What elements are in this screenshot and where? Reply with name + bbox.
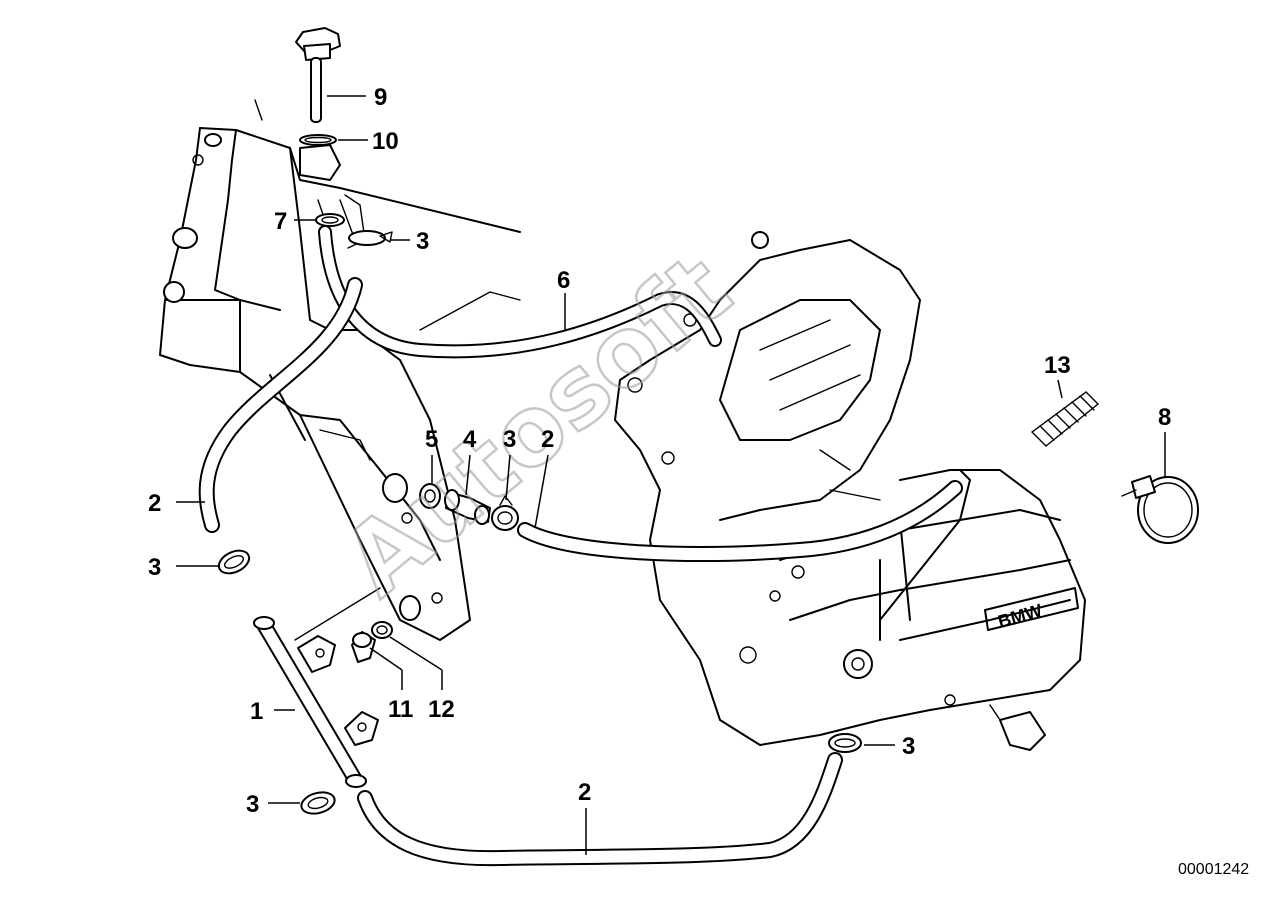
clamp-3-upper [348,230,393,246]
clamp-7 [315,213,345,227]
part-labels: 9 10 7 3 6 2 3 5 4 3 2 13 8 1 11 12 3 2 … [148,84,1171,818]
plug-part-11 [351,631,376,663]
o-ring-part-10 [299,134,337,146]
label-part-7: 7 [274,208,287,235]
clamp-3-bottom-left [300,791,336,815]
label-part-9: 9 [374,84,387,111]
label-part-5: 5 [425,426,438,453]
label-part-3-upper: 3 [416,228,429,255]
reference-number: 00001242 [1178,861,1249,878]
clamp-3-left [217,549,251,575]
label-part-8: 8 [1158,404,1171,431]
seal-part-12 [371,621,393,639]
label-part-2-bottom: 2 [578,779,591,806]
valve-part-4 [444,489,491,525]
clamp-3-bottom-right [828,733,862,753]
label-part-2-left: 2 [148,490,161,517]
pipe-part-1 [253,587,381,788]
washer-part-5 [419,483,441,509]
label-part-3-mid: 3 [503,426,516,453]
label-part-6: 6 [557,267,570,294]
hose-2-left [198,277,363,533]
hose-2-mid [517,480,963,562]
frame-part [159,99,521,641]
label-part-1: 1 [250,698,263,725]
hose-2-bottom [357,752,843,867]
cap-part-9 [295,27,341,123]
label-part-4: 4 [463,426,477,453]
label-part-2-mid: 2 [541,426,554,453]
spring-part-13 [1031,391,1099,447]
label-part-3-bottom-left: 3 [246,791,259,818]
label-part-3-left: 3 [148,554,161,581]
label-part-11: 11 [388,696,413,723]
leader-lines [176,95,1166,855]
label-part-13: 13 [1044,352,1071,379]
label-part-3-bottom-right: 3 [902,733,915,760]
label-part-12: 12 [428,696,455,723]
clamp-3-mid [491,495,519,531]
hose-clamp-part-8 [1121,475,1199,544]
label-part-10: 10 [372,128,399,155]
